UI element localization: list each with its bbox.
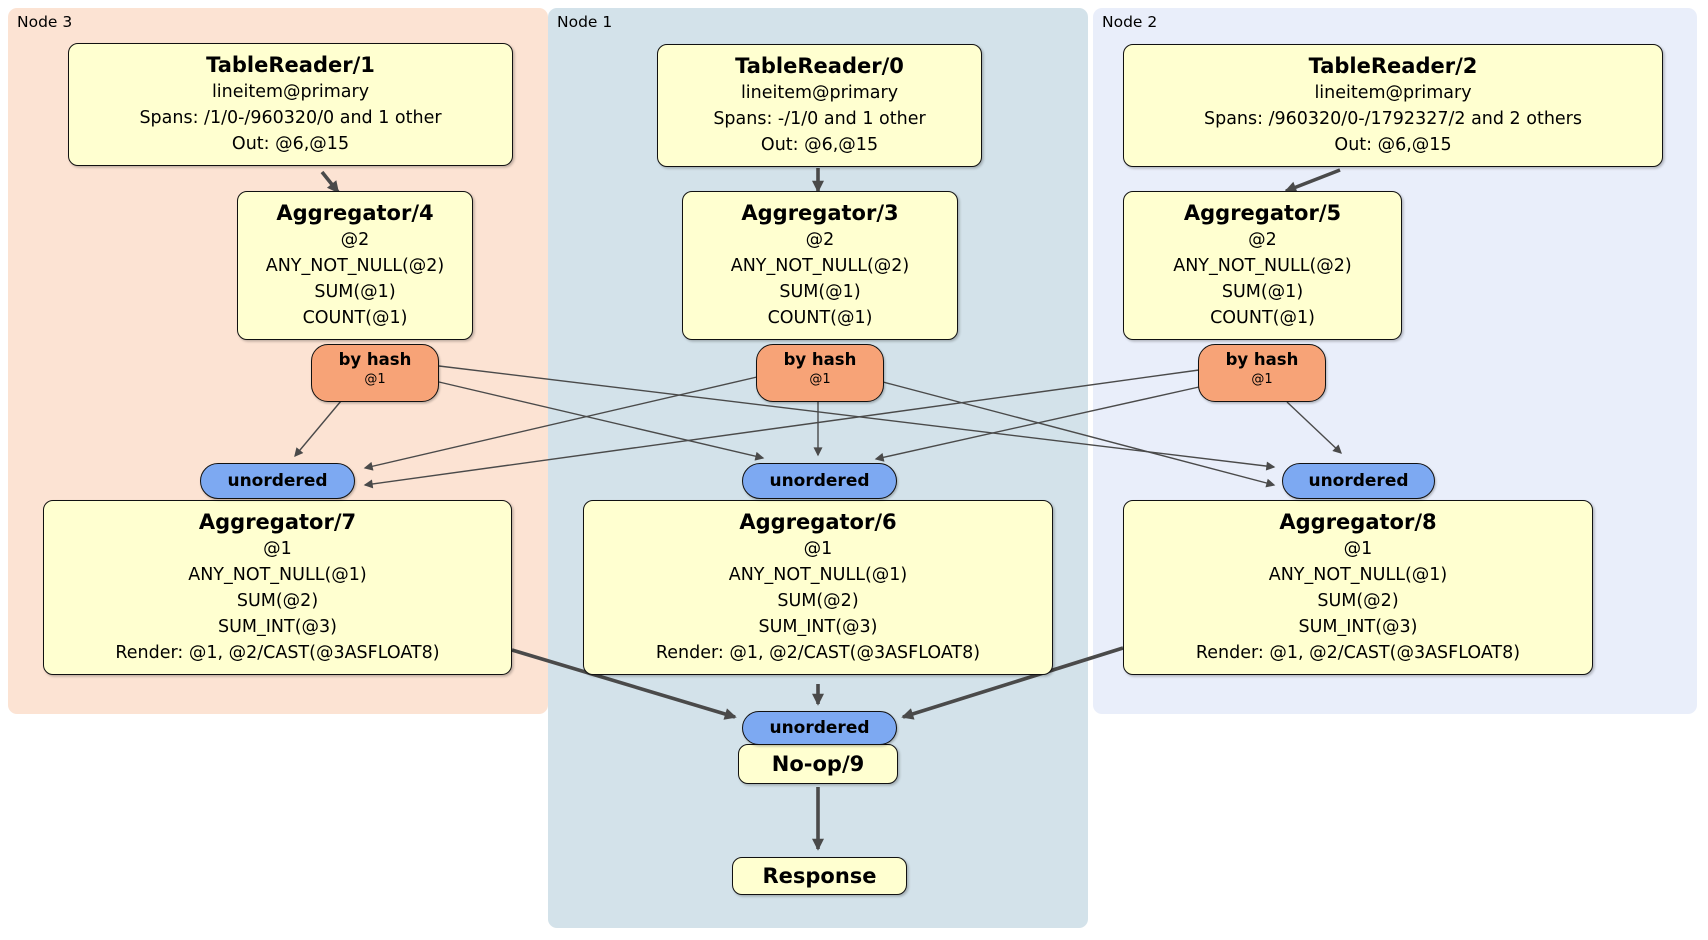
processor-agg-fn: SUM(@2): [777, 591, 859, 611]
router-by-hash-node3: by hash @1: [311, 344, 439, 402]
processor-agg-fn: SUM(@2): [1317, 591, 1399, 611]
edge-agg7-unordered: [511, 648, 737, 720]
processor-spans: Spans: /960320/0-/1792327/2 and 2 others: [1203, 109, 1582, 129]
processor-tablereader-0: TableReader/0 lineitem@primary Spans: -/…: [657, 44, 982, 167]
router-by-hash-node1: by hash @1: [756, 344, 884, 402]
stream-unordered-node1: unordered: [742, 463, 897, 499]
processor-agg-fn: SUM(@1): [1221, 282, 1304, 302]
processor-title: Response: [762, 864, 877, 888]
stream-unordered-node3: unordered: [200, 463, 355, 499]
processor-index: lineitem@primary: [211, 82, 370, 102]
processor-group-cols: @2: [1248, 230, 1277, 250]
processor-aggregator-6: Aggregator/6 @1 ANY_NOT_NULL(@1) SUM(@2)…: [583, 500, 1053, 675]
node-group-label: Node 3: [17, 13, 73, 31]
processor-agg-fn: SUM(@2): [236, 591, 319, 611]
router-type-label: by hash: [338, 350, 412, 369]
processor-title: Aggregator/7: [198, 510, 357, 534]
edge-byhash1-unordered2: [882, 381, 1276, 488]
processor-render: Render: @1, @2/CAST(@3ASFLOAT8): [115, 643, 440, 663]
processor-agg-fn: SUM_INT(@3): [1298, 617, 1418, 637]
edge-tr1-agg4: [320, 170, 340, 194]
processor-agg-fn: SUM_INT(@3): [758, 617, 878, 637]
processor-group-cols: @2: [805, 230, 835, 250]
processor-aggregator-7: Aggregator/7 @1 ANY_NOT_NULL(@1) SUM(@2)…: [43, 500, 512, 675]
processor-group-cols: @1: [803, 539, 833, 559]
processor-noop-9: No-op/9: [738, 744, 898, 784]
processor-agg-fn: SUM(@1): [314, 282, 396, 302]
processor-group-cols: @1: [1343, 539, 1373, 559]
router-hash-columns: @1: [809, 372, 831, 387]
processor-title: TableReader/1: [206, 53, 375, 77]
router-type-label: by hash: [783, 350, 857, 369]
processor-tablereader-2: TableReader/2 lineitem@primary Spans: /9…: [1123, 44, 1663, 167]
stream-label: unordered: [769, 718, 870, 738]
processor-spans: Spans: /1/0-/960320/0 and 1 other: [139, 108, 442, 128]
processor-index: lineitem@primary: [1314, 83, 1472, 103]
processor-agg-fn: COUNT(@1): [767, 308, 873, 328]
router-type-label: by hash: [1225, 350, 1299, 369]
processor-render: Render: @1, @2/CAST(@3ASFLOAT8): [1195, 643, 1521, 663]
processor-aggregator-8: Aggregator/8 @1 ANY_NOT_NULL(@1) SUM(@2)…: [1123, 500, 1593, 675]
edge-byhash3-unordered3: [294, 400, 342, 458]
processor-group-cols: @2: [340, 230, 370, 250]
processor-title: Aggregator/4: [276, 201, 434, 225]
edge-byhash2-unordered1: [874, 386, 1200, 462]
node-group-label: Node 2: [1102, 13, 1158, 31]
processor-out: Out: @6,@15: [231, 134, 350, 154]
stream-label: unordered: [769, 471, 870, 491]
stream-label: unordered: [1308, 471, 1409, 491]
processor-agg-fn: ANY_NOT_NULL(@2): [1173, 256, 1352, 276]
edge-agg8-unordered: [901, 646, 1124, 720]
processor-spans: Spans: -/1/0 and 1 other: [713, 109, 926, 129]
edge-byhash2-unordered2: [1286, 401, 1342, 454]
processor-out: Out: @6,@15: [760, 135, 879, 155]
edge-byhash1-unordered3: [363, 376, 758, 471]
processor-title: Aggregator/5: [1183, 201, 1342, 225]
processor-agg-fn: SUM_INT(@3): [218, 617, 337, 637]
processor-title: Aggregator/8: [1279, 510, 1437, 534]
node-group-label: Node 1: [557, 13, 613, 31]
stream-unordered-final: unordered: [742, 711, 897, 745]
processor-title: No-op/9: [771, 752, 865, 776]
processor-agg-fn: COUNT(@1): [302, 308, 408, 328]
edge-byhash2-unordered3: [363, 369, 1200, 489]
processor-agg-fn: COUNT(@1): [1210, 308, 1315, 328]
stream-label: unordered: [227, 471, 328, 491]
processor-aggregator-4: Aggregator/4 @2 ANY_NOT_NULL(@2) SUM(@1)…: [237, 191, 473, 340]
processor-agg-fn: ANY_NOT_NULL(@1): [188, 565, 367, 585]
processor-agg-fn: ANY_NOT_NULL(@2): [265, 256, 445, 276]
router-hash-columns: @1: [1251, 372, 1273, 387]
processor-render: Render: @1, @2/CAST(@3ASFLOAT8): [655, 643, 981, 663]
processor-aggregator-5: Aggregator/5 @2 ANY_NOT_NULL(@2) SUM(@1)…: [1123, 191, 1402, 340]
edge-byhash3-unordered2: [438, 365, 1276, 471]
stream-unordered-node2: unordered: [1282, 463, 1435, 499]
router-by-hash-node2: by hash @1: [1198, 344, 1326, 402]
processor-response: Response: [732, 857, 907, 895]
processor-index: lineitem@primary: [740, 83, 899, 103]
processor-agg-fn: ANY_NOT_NULL(@2): [730, 256, 910, 276]
edge-byhash3-unordered1: [438, 381, 765, 461]
processor-title: Aggregator/3: [741, 201, 899, 225]
processor-agg-fn: ANY_NOT_NULL(@1): [1268, 565, 1448, 585]
processor-out: Out: @6,@15: [1334, 135, 1452, 155]
router-hash-columns: @1: [364, 372, 386, 387]
processor-title: Aggregator/6: [739, 510, 897, 534]
processor-agg-fn: ANY_NOT_NULL(@1): [728, 565, 908, 585]
processor-title: TableReader/2: [1308, 54, 1478, 78]
processor-tablereader-1: TableReader/1 lineitem@primary Spans: /1…: [68, 43, 513, 166]
processor-agg-fn: SUM(@1): [779, 282, 861, 302]
processor-group-cols: @1: [263, 539, 292, 559]
processor-title: TableReader/0: [735, 54, 904, 78]
processor-aggregator-3: Aggregator/3 @2 ANY_NOT_NULL(@2) SUM(@1)…: [682, 191, 958, 340]
edge-tr2-agg5: [1284, 168, 1341, 193]
